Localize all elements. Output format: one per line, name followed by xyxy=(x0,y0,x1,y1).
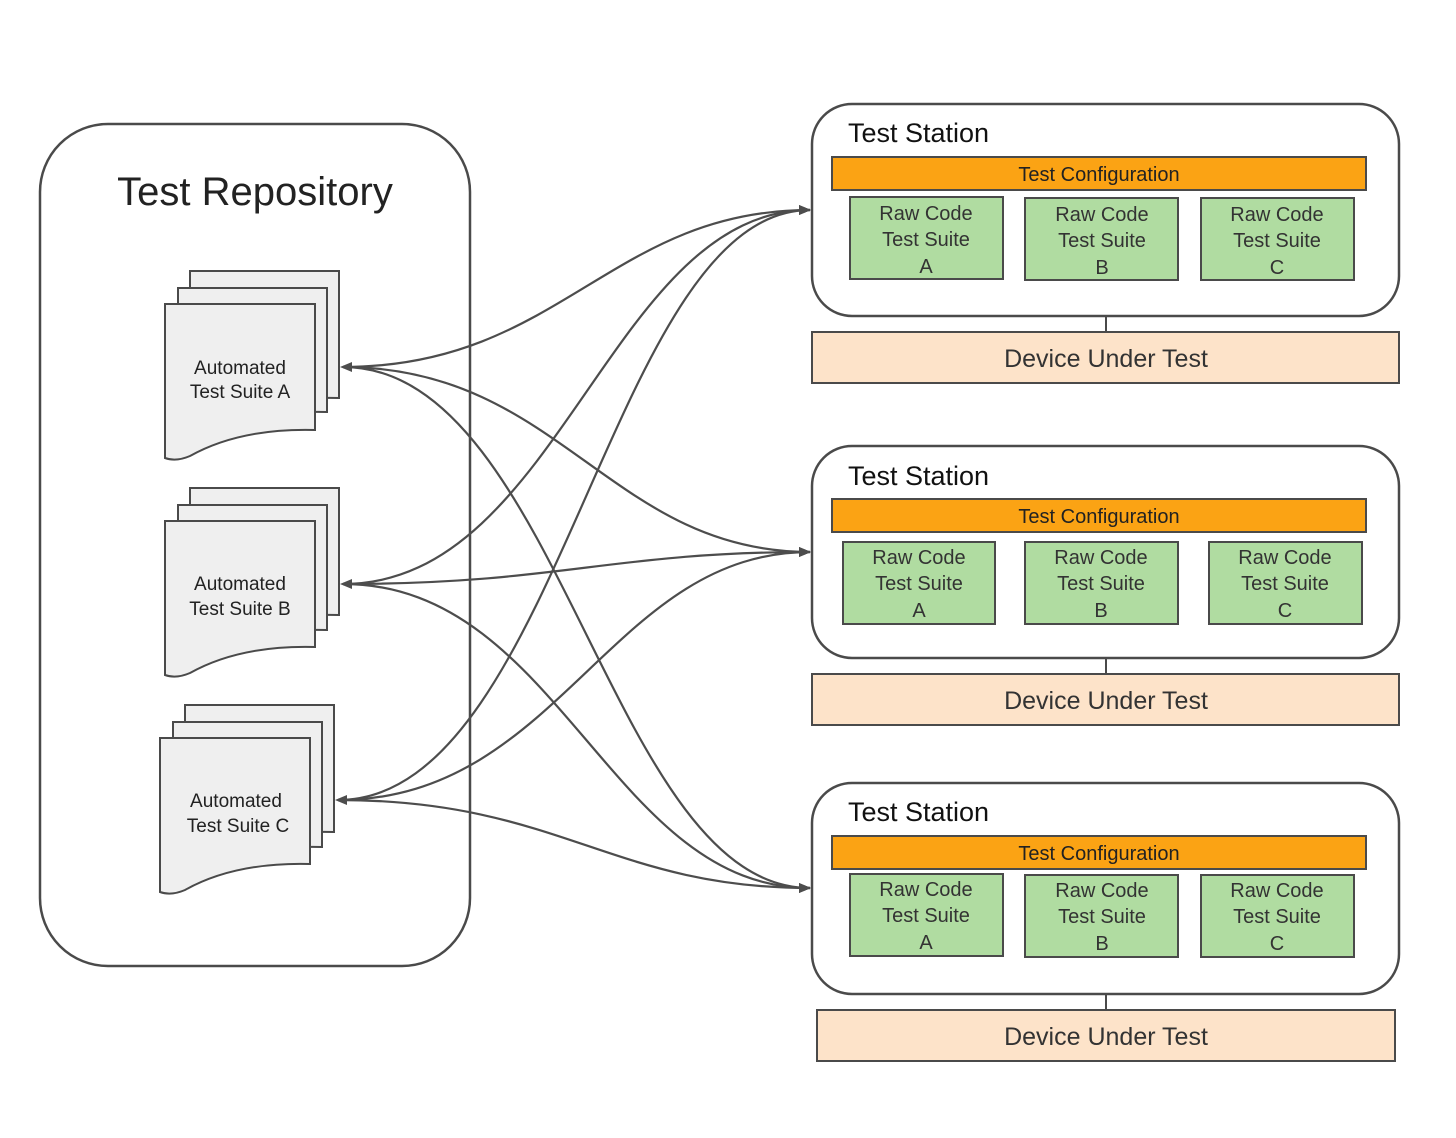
suite-line3: A xyxy=(912,600,926,622)
station-title: Test Station xyxy=(848,797,989,827)
suite-line1: Raw Code xyxy=(1054,547,1147,569)
connector-a-station2 xyxy=(342,365,811,557)
suite-line2: Test Suite xyxy=(875,573,963,595)
suite-line1: Raw Code xyxy=(1055,204,1148,226)
suite-line1: Raw Code xyxy=(872,547,965,569)
connectors xyxy=(337,205,811,893)
suite-line1: Raw Code xyxy=(1238,547,1331,569)
connector-a-station1 xyxy=(342,205,811,369)
test-configuration-bar[interactable] xyxy=(831,835,1367,870)
suite-line3: C xyxy=(1270,933,1284,955)
connector-c-station2 xyxy=(337,547,811,802)
suite-label-line2: Test Suite C xyxy=(187,816,289,837)
test-configuration-bar[interactable] xyxy=(831,156,1367,191)
automated-test-suite-a[interactable]: Automated Test Suite A xyxy=(164,270,340,461)
test-configuration-bar[interactable] xyxy=(831,498,1367,533)
suite-line2: Test Suite xyxy=(1241,573,1329,595)
raw-code-test-suite-c[interactable]: Raw Code Test Suite C xyxy=(1208,541,1363,625)
suite-line3: B xyxy=(1094,600,1107,622)
suite-line1: Raw Code xyxy=(879,879,972,901)
automated-test-suite-c[interactable]: Automated Test Suite C xyxy=(159,704,335,895)
raw-code-test-suite-b[interactable]: Raw Code Test Suite B xyxy=(1024,197,1179,281)
suite-line3: A xyxy=(919,256,933,278)
test-station-1: Test Station Test Configuration Raw Code… xyxy=(810,102,1401,384)
automated-test-suite-b[interactable]: Automated Test Suite B xyxy=(164,487,340,678)
suite-label-line1: Automated xyxy=(194,358,286,379)
suite-line3: C xyxy=(1278,600,1292,622)
device-under-test-box[interactable] xyxy=(811,331,1400,384)
suite-line3: B xyxy=(1095,257,1108,279)
device-under-test-box[interactable] xyxy=(811,673,1400,726)
suite-line2: Test Suite xyxy=(882,905,970,927)
connector-c-station3 xyxy=(337,798,811,893)
raw-code-test-suite-a[interactable]: Raw Code Test Suite A xyxy=(849,873,1004,957)
raw-code-test-suite-a[interactable]: Raw Code Test Suite A xyxy=(842,541,996,625)
suite-line1: Raw Code xyxy=(1230,880,1323,902)
arrowhead-suite-a xyxy=(340,362,352,372)
suite-line1: Raw Code xyxy=(879,203,972,225)
suite-line2: Test Suite xyxy=(1057,573,1145,595)
raw-code-test-suite-b[interactable]: Raw Code Test Suite B xyxy=(1024,541,1179,625)
suite-line2: Test Suite xyxy=(1058,906,1146,928)
repository-title: Test Repository xyxy=(117,170,393,214)
connector-b-station3 xyxy=(342,582,811,893)
document-icon xyxy=(159,737,311,895)
raw-code-test-suite-b[interactable]: Raw Code Test Suite B xyxy=(1024,874,1179,958)
suite-line3: A xyxy=(919,932,933,954)
suite-line2: Test Suite xyxy=(1233,906,1321,928)
suite-label-line1: Automated xyxy=(194,574,286,595)
suite-line1: Raw Code xyxy=(1055,880,1148,902)
suite-label-line2: Test Suite B xyxy=(189,599,290,620)
suite-line3: C xyxy=(1270,257,1284,279)
test-configuration-label: Test Configuration xyxy=(1018,164,1179,186)
device-under-test-label: Device Under Test xyxy=(1004,1023,1208,1051)
suite-label-line1: Automated xyxy=(190,791,282,812)
suite-line2: Test Suite xyxy=(882,229,970,251)
document-icon xyxy=(164,520,316,678)
connector-c-station1 xyxy=(337,205,811,802)
station-title: Test Station xyxy=(848,118,989,148)
arrowhead-suite-b xyxy=(340,579,352,589)
connector-b-station2 xyxy=(342,547,811,586)
test-repository: Test Repository Automated Test Suite A A… xyxy=(38,122,472,968)
raw-code-test-suite-c[interactable]: Raw Code Test Suite C xyxy=(1200,197,1355,281)
connector-a-station3 xyxy=(342,365,811,893)
device-under-test-label: Device Under Test xyxy=(1004,687,1208,715)
document-icon xyxy=(164,303,316,461)
raw-code-test-suite-a[interactable]: Raw Code Test Suite A xyxy=(849,196,1004,280)
suite-line2: Test Suite xyxy=(1058,230,1146,252)
test-configuration-label: Test Configuration xyxy=(1018,506,1179,528)
device-under-test-label: Device Under Test xyxy=(1004,345,1208,373)
suite-line3: B xyxy=(1095,933,1108,955)
suite-line1: Raw Code xyxy=(1230,204,1323,226)
raw-code-test-suite-c[interactable]: Raw Code Test Suite C xyxy=(1200,874,1355,958)
test-station-3: Test Station Test Configuration Raw Code… xyxy=(810,781,1401,1062)
connector-b-station1 xyxy=(342,205,811,586)
repository-arrowheads xyxy=(335,362,352,805)
station-title: Test Station xyxy=(848,461,989,491)
device-under-test-box[interactable] xyxy=(816,1009,1396,1062)
test-configuration-label: Test Configuration xyxy=(1018,843,1179,865)
test-station-2: Test Station Test Configuration Raw Code… xyxy=(810,444,1401,726)
suite-label-line2: Test Suite A xyxy=(190,382,291,403)
arrowhead-suite-c xyxy=(335,795,347,805)
suite-line2: Test Suite xyxy=(1233,230,1321,252)
